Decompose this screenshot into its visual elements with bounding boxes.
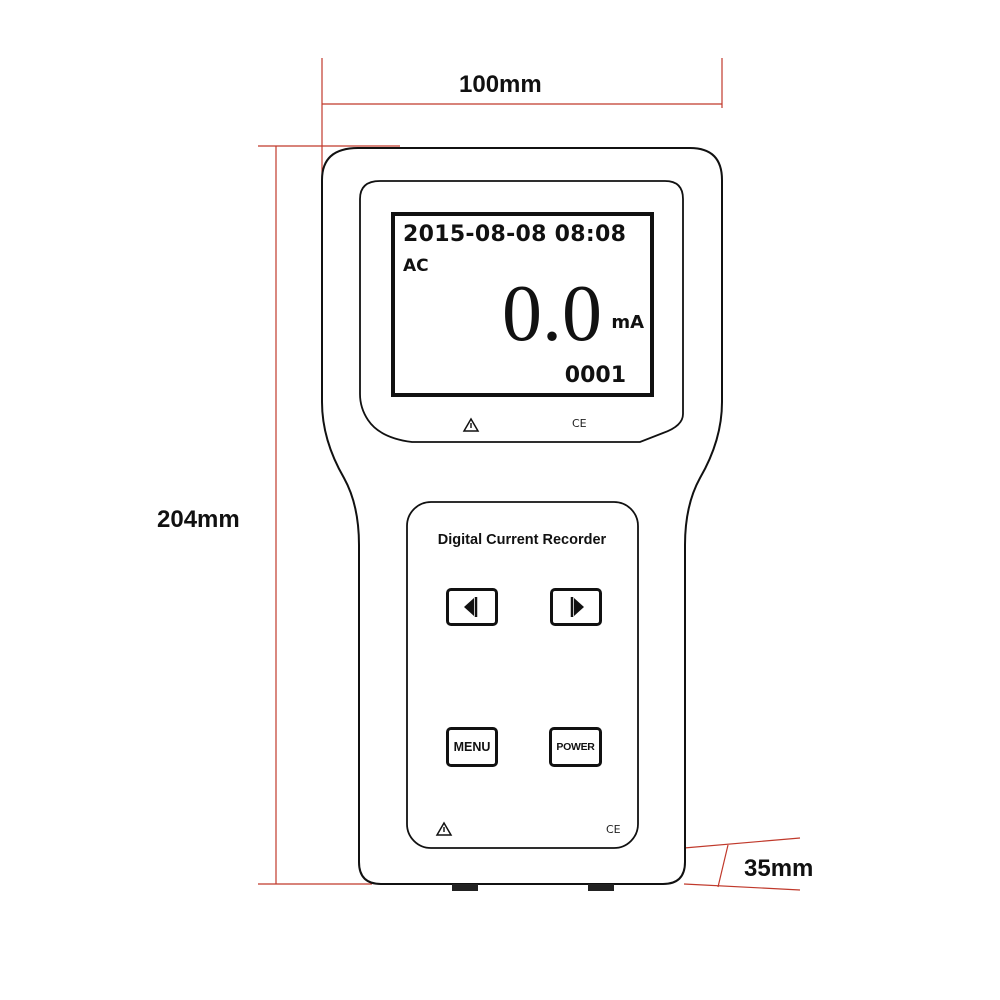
lcd-reading: 0.0 [502, 270, 602, 358]
keypad-panel [406, 501, 639, 849]
ce-mark: CE [572, 417, 587, 430]
left-arrow-icon [464, 597, 478, 617]
right-arrow-button[interactable] [550, 588, 602, 626]
power-button-label: POWER [556, 741, 595, 753]
lcd-counter: 0001 [564, 363, 626, 388]
menu-button-label: MENU [453, 740, 491, 754]
warning-triangle-icon [435, 821, 453, 836]
right-arrow-icon [570, 597, 584, 617]
depth-extension-bottom [683, 883, 801, 891]
ce-mark: CE [606, 823, 621, 836]
width-dimension-label: 100mm [459, 71, 542, 98]
menu-button[interactable]: MENU [446, 727, 498, 767]
height-dimension-label: 204mm [157, 506, 240, 533]
depth-dimension-label: 35mm [744, 855, 814, 882]
lcd-mode: AC [403, 256, 429, 276]
lcd-screen: 2015-08-08 08:08 AC 0.0 mA 0001 [391, 212, 654, 397]
left-arrow-button[interactable] [446, 588, 498, 626]
device-name-label: Digital Current Recorder [437, 532, 607, 548]
warning-triangle-icon [462, 417, 480, 432]
bottom-connector-left [452, 884, 478, 891]
power-button[interactable]: POWER [549, 727, 602, 767]
bottom-connector-right [588, 884, 614, 891]
dimension-lines [258, 58, 801, 891]
lcd-datetime: 2015-08-08 08:08 [403, 222, 627, 247]
lcd-unit: mA [611, 312, 644, 333]
depth-dimension-line [717, 844, 729, 888]
depth-extension-top [683, 837, 801, 849]
